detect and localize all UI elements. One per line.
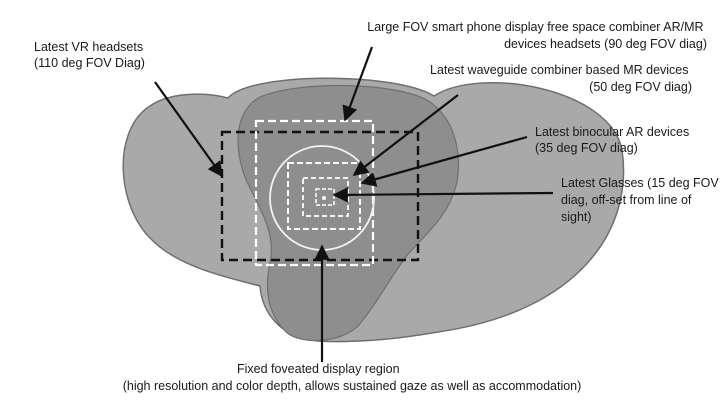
- line-of-sight-point: [322, 196, 326, 200]
- binocular-ar-fov-box: [287, 162, 361, 230]
- glasses-fov-box: [302, 177, 349, 217]
- label-foveated-region: Fixed foveated display region (high reso…: [123, 362, 582, 393]
- arrow-smartphone-combiner: [342, 46, 374, 122]
- vr-headset-fov-box: [220, 130, 420, 262]
- arrow-binocular-ar: [360, 135, 528, 187]
- label-vr-headsets: Latest VR headsets (110 deg FOV Diag): [34, 40, 147, 70]
- label-binocular-ar: Latest binocular AR devices (35 deg FOV …: [535, 125, 693, 155]
- label-waveguide-mr: Latest waveguide combiner based MR devic…: [430, 63, 692, 94]
- arrow-waveguide-mr: [352, 94, 459, 176]
- label-glasses: Latest Glasses (15 deg FOV diag, off-set…: [561, 176, 722, 224]
- arrow-glasses: [332, 187, 554, 203]
- arrow-vr-headsets: [154, 81, 223, 178]
- label-smartphone-combiner: Large FOV smart phone display free space…: [367, 20, 707, 51]
- smartphone-combiner-fov-box: [254, 119, 375, 267]
